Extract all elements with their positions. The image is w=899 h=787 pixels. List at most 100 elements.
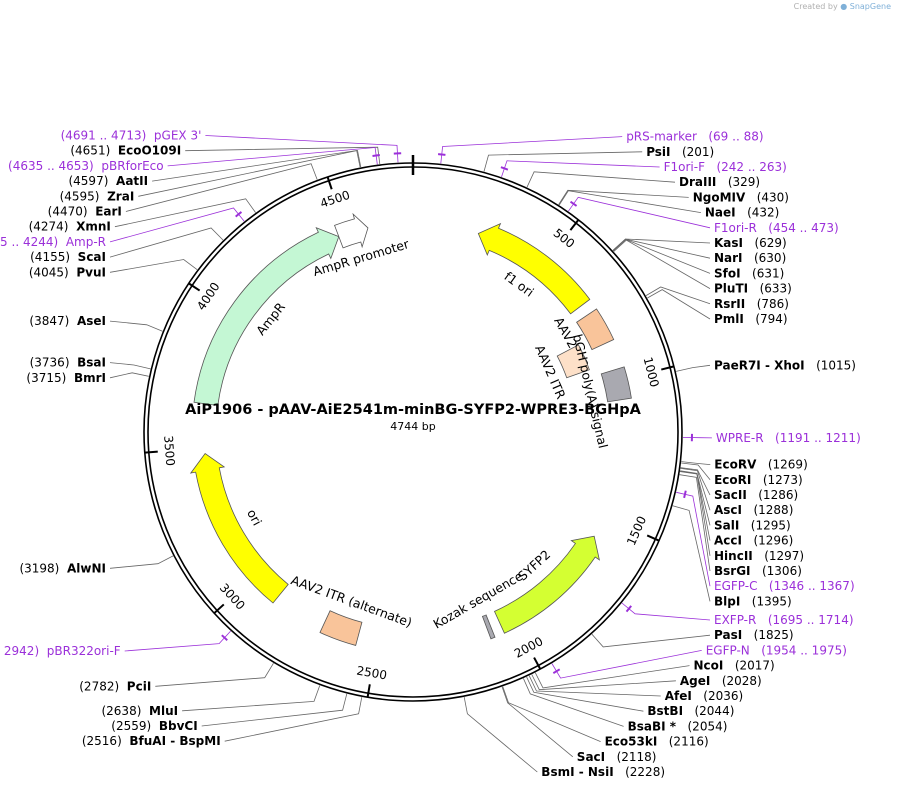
primer-egfp-n-label: EGFP-N (1954 .. 1975) <box>706 643 847 657</box>
primer-pgex-3[interactable]: (4691 .. 4713) pGEX 3' <box>61 129 402 163</box>
primer-pbrforeco[interactable]: (4635 .. 4653) pBRforEco <box>8 147 380 173</box>
site-bstbi-label: BstBI (2044) <box>647 704 734 718</box>
enzyme-name: PsiI <box>646 145 670 159</box>
site-sfoi[interactable]: SfoI (631) <box>613 239 784 281</box>
site-asei[interactable]: (3847) AseI <box>29 314 163 332</box>
site-pmli[interactable]: PmlI (794) <box>647 289 788 326</box>
primer-range: (4225 .. 4244) <box>0 235 58 249</box>
site-naei[interactable]: NaeI (432) <box>558 190 779 220</box>
primer-egfp-c[interactable]: EGFP-C (1346 .. 1367) <box>676 490 855 594</box>
leader-line <box>523 678 624 727</box>
spacer <box>119 679 127 693</box>
site-eco53ki[interactable]: Eco53kI (2116) <box>502 686 709 749</box>
primer-amp-r[interactable]: (4225 .. 4244) Amp-R <box>0 207 245 249</box>
leader-line <box>558 189 689 205</box>
leader-line <box>526 676 644 712</box>
site-ecorv[interactable]: EcoRV (1269) <box>681 458 808 472</box>
site-pasi[interactable]: PasI (1825) <box>591 628 794 648</box>
primer-wpre-r[interactable]: WPRE-R (1191 .. 1211) <box>682 431 861 445</box>
enzyme-name: BmrI <box>74 371 106 385</box>
primer-name: F1ori-R <box>714 221 757 235</box>
enzyme-name: HincII <box>714 549 753 563</box>
enzyme-name: NcoI <box>694 659 724 673</box>
site-kasi[interactable]: KasI (629) <box>612 236 787 251</box>
spacer <box>739 518 750 532</box>
site-ngomiv[interactable]: NgoMIV (430) <box>558 189 789 205</box>
enzyme-position: (630) <box>754 251 786 265</box>
site-pluti[interactable]: PluTI (633) <box>613 239 792 296</box>
primer-pbr322ori-f-label: (2923 .. 2942) pBR322ori-F <box>0 644 121 658</box>
enzyme-name: DraIII <box>679 175 716 189</box>
feature-kozak-sequence[interactable] <box>481 614 496 640</box>
enzyme-name: SfoI <box>714 266 741 280</box>
site-zrai[interactable]: (4595) ZraI <box>60 150 361 204</box>
site-pvui[interactable]: (4045) PvuI <box>29 259 198 280</box>
primer-egfp-n[interactable]: EGFP-N (1954 .. 1975) <box>551 643 847 679</box>
spacer <box>742 534 753 548</box>
site-bstbi[interactable]: BstBI (2044) <box>526 676 735 718</box>
primer-range: (1346 .. 1367) <box>769 579 855 593</box>
site-ecoo109i[interactable]: (4651) EcoO109I <box>70 144 381 165</box>
leader-line <box>463 697 538 773</box>
site-agei[interactable]: AgeI (2028) <box>531 674 762 691</box>
site-bmri[interactable]: (3715) BmrI <box>26 371 149 385</box>
site-eari[interactable]: (4470) EarI <box>48 163 318 219</box>
site-bsai-label: (3736) BsaI <box>30 356 106 370</box>
enzyme-name: EcoRV <box>714 458 757 472</box>
feature-aav2-itr-alternate[interactable] <box>319 610 363 646</box>
primer-name: Amp-R <box>66 235 106 249</box>
enzyme-position: (2017) <box>735 659 775 673</box>
primer-f1ori-r[interactable]: F1ori-R (454 .. 473) <box>568 196 839 235</box>
site-psii[interactable]: PsiI (201) <box>483 145 714 172</box>
site-ncoi[interactable]: NcoI (2017) <box>534 659 775 689</box>
primer-name: F1ori-F <box>664 160 705 174</box>
primer-exfp-r[interactable]: EXFP-R (1695 .. 1714) <box>621 602 854 627</box>
site-pcii[interactable]: (2782) PciI <box>79 662 274 693</box>
site-bsai[interactable]: (3736) BsaI <box>30 356 151 370</box>
enzyme-position: (1295) <box>751 518 791 532</box>
site-paer7i-xhoi[interactable]: PaeR7I - XhoI (1015) <box>676 358 856 372</box>
site-ecori[interactable]: EcoRI (1273) <box>681 462 803 487</box>
site-bsrgi[interactable]: BsrGI (1306) <box>679 474 802 578</box>
site-bsmi-nsii[interactable]: BsmI - NsiI (2228) <box>463 697 665 779</box>
site-rsrii[interactable]: RsrII (786) <box>645 286 789 311</box>
feature-ori[interactable] <box>189 453 289 604</box>
primer-f1ori-f[interactable]: F1ori-F (242 .. 263) <box>500 160 787 178</box>
site-asci[interactable]: AscI (1288) <box>680 468 794 517</box>
primer-name: EGFP-N <box>706 643 750 657</box>
site-draiii-label: DraIII (329) <box>679 175 760 189</box>
enzyme-name: AlwNI <box>67 561 106 575</box>
site-scai[interactable]: (4155) ScaI <box>30 227 224 264</box>
spacer <box>122 734 130 748</box>
site-xmni[interactable]: (4274) XmnI <box>29 198 256 234</box>
enzyme-name: BlpI <box>714 594 740 608</box>
site-draiii[interactable]: DraIII (329) <box>526 171 760 189</box>
feature-aav2-itr[interactable] <box>576 308 615 351</box>
feature-f1-ori[interactable] <box>477 222 591 315</box>
enzyme-position: (2036) <box>703 689 743 703</box>
site-aatii[interactable]: (4597) AatII <box>68 149 362 188</box>
site-afei-label: AfeI (2036) <box>665 689 743 703</box>
site-alwni[interactable]: (3198) AlwNI <box>19 555 174 575</box>
feature-syfp2[interactable] <box>493 535 600 634</box>
site-blpi[interactable]: BlpI (1395) <box>672 505 792 609</box>
primer-amp-r-label: (4225 .. 4244) Amp-R <box>0 235 106 249</box>
leader-line <box>109 362 151 370</box>
site-sacii[interactable]: SacII (1286) <box>680 467 799 502</box>
leader-line <box>528 675 661 697</box>
site-bsabi[interactable]: BsaBI * (2054) <box>523 678 727 733</box>
site-bfuai-bspmi[interactable]: (2516) BfuAI - BspMI <box>82 697 363 748</box>
site-mlui[interactable]: (2638) MluI <box>101 685 321 718</box>
feature-bgh-poly-a-signal[interactable] <box>600 366 632 403</box>
primer-prs-marker[interactable]: pRS-marker (69 .. 88) <box>438 130 764 164</box>
primer-pbr322ori-f[interactable]: (2923 .. 2942) pBR322ori-F <box>0 630 231 658</box>
primer-range: (242 .. 263) <box>716 160 786 174</box>
site-afei[interactable]: AfeI (2036) <box>528 675 743 703</box>
feature-ampr-promoter[interactable] <box>334 212 369 249</box>
site-saci[interactable]: SacI (2118) <box>501 686 656 764</box>
feature-aav2-itr-inner[interactable] <box>556 344 590 379</box>
enzyme-name: PaeR7I - XhoI <box>714 358 805 372</box>
site-hincii[interactable]: HincII (1297) <box>680 471 804 563</box>
leader-line <box>676 491 711 587</box>
site-bbvci[interactable]: (2559) BbvCI <box>111 693 348 733</box>
